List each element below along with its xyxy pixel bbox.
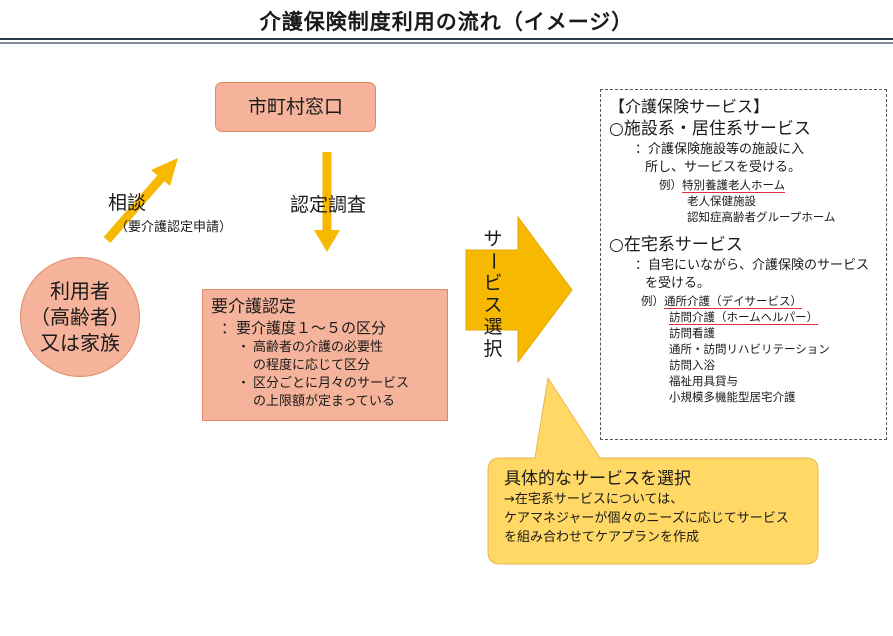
certification-subtitle: ：要介護度１～５の区分 <box>221 319 387 337</box>
certification-bullet: 区分ごとに月々のサービス <box>237 375 439 393</box>
example-item: 訪問看護 <box>669 326 715 340</box>
example-item: 通所介護（デイサービス） <box>664 294 802 309</box>
facility-services-desc: ：介護保険施設等の施設に入 所し、サービスを受ける。 <box>609 141 878 177</box>
callout-bubble-shape <box>487 376 819 565</box>
callout-line: ケアマネジャーが個々のニーズに応じてサービス <box>504 511 789 526</box>
title-divider-secondary <box>0 42 893 44</box>
facility-desc-line: 所し、サービスを受ける。 <box>645 160 802 175</box>
example-prefix: 例） <box>659 178 682 192</box>
consult-label: 相談 <box>108 192 147 214</box>
example-prefix: 例） <box>641 294 664 308</box>
certification-title: 要介護認定 <box>211 297 296 317</box>
example-item: 認知症高齢者グループホーム <box>687 210 836 224</box>
example-item: 通所・訪問リハビリテーション <box>669 342 830 356</box>
certification-bullet-cont: の上限額が定まっている <box>253 394 395 409</box>
consult-sublabel: （要介護認定申請） <box>115 220 233 235</box>
home-examples: 例）通所介護（デイサービス） 訪問介護（ホームヘルパー） 訪問看護 通所・訪問リ… <box>609 293 878 405</box>
example-item: 福祉用具貸与 <box>669 374 738 388</box>
consult-arrow-shaft <box>103 174 166 243</box>
home-desc-line: を受ける。 <box>645 276 711 291</box>
facility-examples: 例）特別養護老人ホーム 老人保健施設 認知症高齢者グループホーム <box>609 177 878 225</box>
select-char: ス <box>483 294 503 316</box>
care-certification-box: 要介護認定 ：要介護度１～５の区分 高齢者の介護の必要性 の程度に応じて区分 区… <box>202 289 448 421</box>
facility-services-title: ○施設系・居住系サービス <box>609 119 811 139</box>
user-circle: 利用者 （高齢者） 又は家族 <box>20 257 140 377</box>
services-header: 【介護保険サービス】 <box>609 97 770 116</box>
title-divider <box>0 38 893 40</box>
select-char: ビ <box>483 272 503 294</box>
home-services-desc: ：自宅にいながら、介護保険のサービス を受ける。 <box>609 257 878 293</box>
municipal-office-box: 市町村窓口 <box>215 82 376 132</box>
certification-bullet-cont: の程度に応じて区分 <box>253 358 371 373</box>
example-item: 老人保健施設 <box>687 194 756 208</box>
certification-bullets: 高齢者の介護の必要性 の程度に応じて区分 区分ごとに月々のサービス の上限額が定… <box>211 339 439 411</box>
example-item: 訪問介護（ホームヘルパー） <box>669 310 819 325</box>
survey-label: 認定調査 <box>290 194 367 216</box>
example-item: 訪問入浴 <box>669 358 715 372</box>
page-title: 介護保険制度利用の流れ（イメージ） <box>259 10 634 34</box>
home-desc-line: ：自宅にいながら、介護保険のサービス <box>635 258 870 273</box>
callout-line: を組み合わせてケアプランを作成 <box>504 530 700 545</box>
select-char: ー <box>482 251 504 271</box>
consult-arrow-head <box>151 158 178 186</box>
user-label-2: （高齢者） <box>30 305 130 329</box>
home-services-title: ○在宅系サービス <box>609 235 743 255</box>
user-label-3: 又は家族 <box>40 331 120 355</box>
survey-arrow-head <box>314 230 340 252</box>
example-item: 特別養護老人ホーム <box>682 178 786 193</box>
service-select-arrow <box>465 215 573 364</box>
facility-desc-line: ：介護保険施設等の施設に入 <box>635 142 805 157</box>
service-select-label: サ ー ビ ス 選 択 <box>480 228 506 360</box>
select-service-callout: 具体的なサービスを選択 →在宅系サービスについては、 ケアマネジャーが個々のニー… <box>492 460 814 560</box>
select-char: 択 <box>483 338 503 360</box>
select-char: サ <box>483 228 503 250</box>
example-item: 小規模多機能型居宅介護 <box>669 390 796 404</box>
callout-title: 具体的なサービスを選択 <box>504 469 691 489</box>
select-char: 選 <box>483 316 503 338</box>
care-services-panel: 【介護保険サービス】 ○施設系・居住系サービス ：介護保険施設等の施設に入 所し… <box>600 89 887 440</box>
callout-line: →在宅系サービスについては、 <box>504 492 684 507</box>
user-label-1: 利用者 <box>50 279 110 303</box>
certification-bullet: 高齢者の介護の必要性 <box>237 339 439 357</box>
